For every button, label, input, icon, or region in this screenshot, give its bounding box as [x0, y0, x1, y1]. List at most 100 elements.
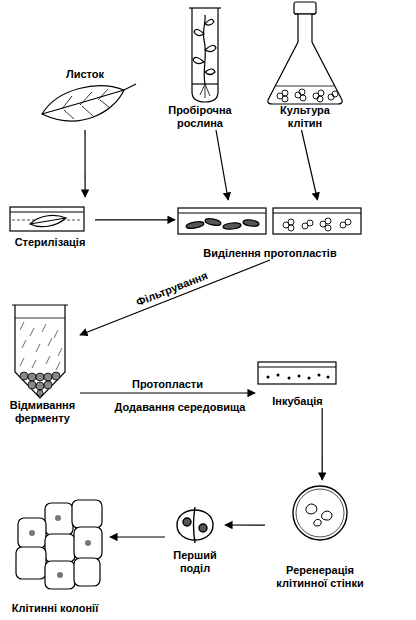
colony-cell [18, 518, 46, 548]
tube-rim [189, 7, 221, 8]
nucleus [55, 515, 61, 521]
cell [317, 96, 323, 102]
tube-rim [12, 304, 68, 305]
centrifuge-tube [12, 305, 68, 398]
process-arrow [110, 536, 165, 537]
leaf-blade [42, 86, 124, 121]
stage-label: Інкубація [272, 395, 322, 408]
nucleus [85, 540, 91, 546]
sterilization-dish [10, 207, 84, 231]
nucleus [29, 530, 35, 536]
petri-dish [258, 362, 336, 384]
cell [345, 219, 351, 225]
dish-rim [273, 212, 361, 213]
stage-label: Пробірочна рослина [160, 104, 240, 130]
leaf-strip [243, 219, 260, 227]
nucleus [57, 572, 63, 578]
stage-node: Відмивання ферменту [5, 300, 80, 425]
cell-membrane [296, 489, 344, 537]
process-arrow [95, 219, 175, 220]
leaf-strip [186, 220, 205, 229]
colony-cell [74, 527, 102, 559]
stage-node: Виділення протопластів [175, 200, 365, 260]
dish-rim [10, 211, 84, 212]
leaf-in-dish [30, 216, 66, 227]
stage-label: Відмивання ферменту [5, 399, 80, 425]
colony-cell [45, 534, 75, 562]
nucleus [183, 518, 191, 526]
cell [328, 94, 334, 100]
dish-rim [258, 366, 336, 367]
pellet-cell [37, 390, 43, 396]
petri-dish [10, 207, 84, 231]
process-arrow [322, 408, 323, 480]
cell-clusters [277, 89, 338, 102]
regenerating-cell [293, 486, 347, 540]
plant-roots [200, 84, 210, 98]
process-arrow [302, 130, 318, 200]
cell-clusters [283, 218, 351, 231]
isolation-dishes [178, 208, 361, 234]
cell [325, 218, 331, 224]
pellet-cell [28, 381, 36, 389]
protoplast-dot [308, 377, 311, 380]
pellet-cell [28, 373, 36, 381]
pellet [20, 372, 60, 396]
dish-rim [178, 212, 266, 213]
protoplast-dot [327, 376, 330, 379]
dividing-cell [177, 507, 213, 543]
process-arrow [80, 392, 255, 393]
stage-node: Перший поділ [165, 505, 225, 575]
cell [332, 91, 338, 97]
pellet-cell [20, 372, 28, 380]
protoplast-dot [267, 376, 270, 379]
pellet-cell [44, 381, 52, 389]
process-arrow [84, 130, 85, 197]
stage-label: Культура клітин [270, 104, 340, 130]
process-arrow [80, 260, 270, 335]
process-arrow [216, 130, 228, 200]
gradient-hatching [20, 322, 62, 370]
leaf-illustration [42, 84, 136, 121]
cell [318, 90, 324, 96]
stage-label: Листок [66, 68, 104, 81]
stage-node: Культура клітин [270, 5, 340, 130]
cell [282, 96, 288, 102]
arrow-label: Фільтрування [134, 269, 209, 309]
stage-label: Перший поділ [165, 549, 225, 575]
protoplast-dot [288, 377, 291, 380]
leaf-midrib [42, 84, 136, 114]
stage-node: Листок [30, 68, 140, 130]
flask-liquid [276, 86, 334, 87]
cell-colony [16, 500, 102, 589]
cell [288, 219, 294, 225]
stage-label: Виділення протопластів [203, 247, 336, 260]
pellet-cell [36, 373, 44, 381]
stage-label: Клітинні колонії [12, 602, 98, 615]
liquid-surface [15, 318, 65, 319]
colony-cell [72, 500, 102, 528]
cell [325, 225, 331, 231]
stage-node: Стерилізація [5, 197, 95, 249]
stage-node: Пробірочна рослина [160, 5, 240, 130]
step-note: Додавання середовища [115, 401, 246, 414]
pellet-cell [36, 382, 44, 390]
incubation-dish [258, 362, 336, 384]
protoplast-dot [298, 375, 301, 378]
test-tube [192, 8, 218, 102]
cell [307, 220, 313, 226]
tube-body [15, 305, 65, 398]
cell [300, 95, 306, 101]
protoplast-dot [277, 374, 280, 377]
petri-dish [273, 208, 361, 234]
tube-plant-illustration [189, 8, 221, 102]
stage-node: Клітинні колонії [0, 495, 110, 615]
cell [299, 89, 305, 95]
leaf-veins [62, 89, 110, 119]
petri-dish [178, 208, 266, 234]
pellet-cell [44, 373, 52, 381]
protoplast-dots [267, 374, 330, 380]
